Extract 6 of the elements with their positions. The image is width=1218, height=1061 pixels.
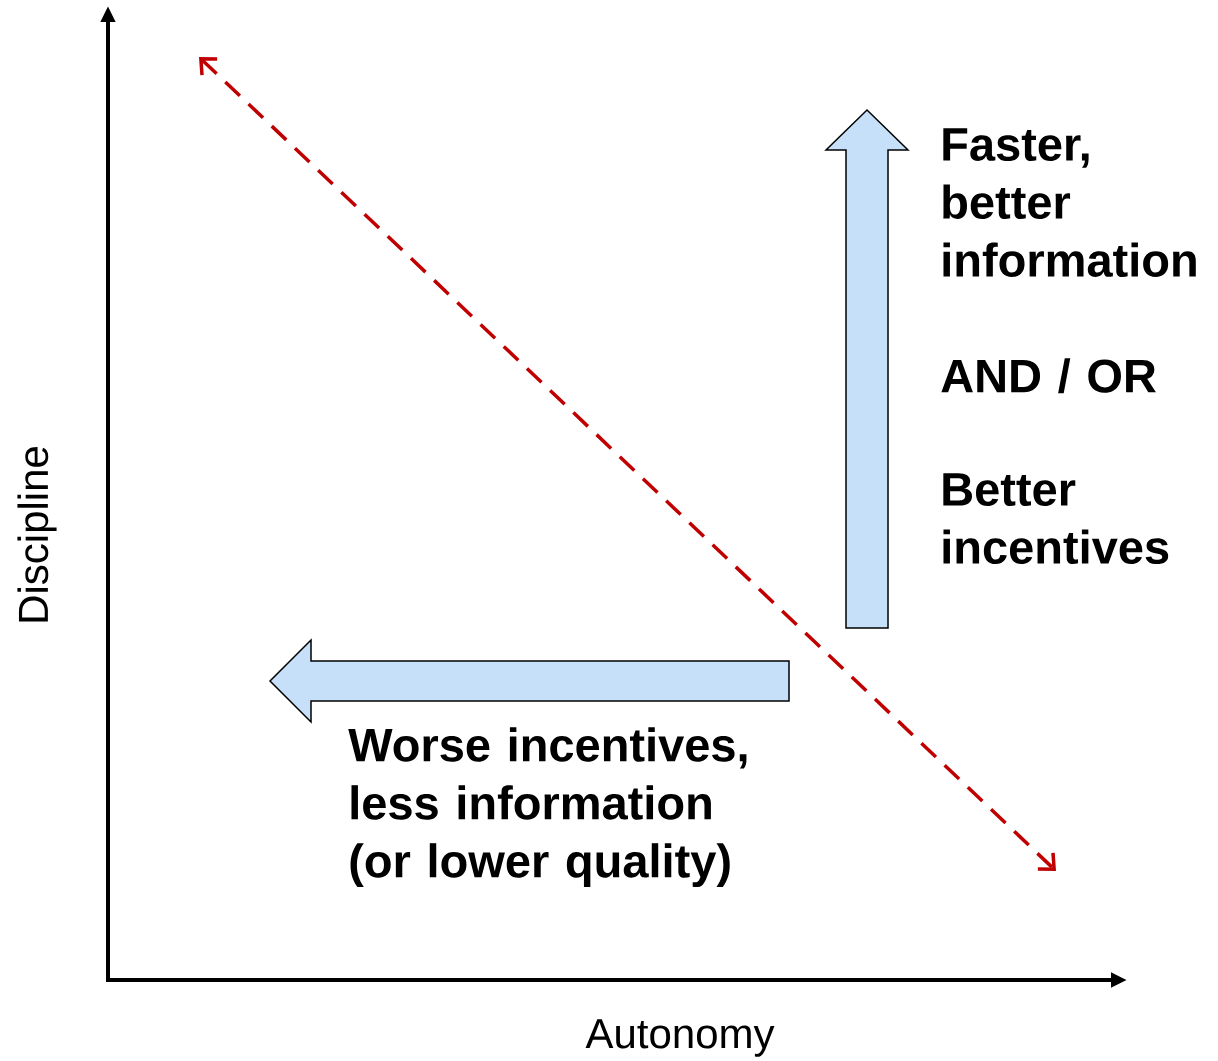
- annotation-text: Better incentives: [943, 473, 1169, 564]
- annotation-text: Faster, better information: [943, 128, 1196, 277]
- annotation-text: AND / OR: [941, 358, 1156, 394]
- annotation-text: Worse incentives, less information (or lower quality): [348, 727, 747, 887]
- axis-label: Discipline: [17, 447, 57, 622]
- axis-label: Autonomy: [585, 1019, 775, 1057]
